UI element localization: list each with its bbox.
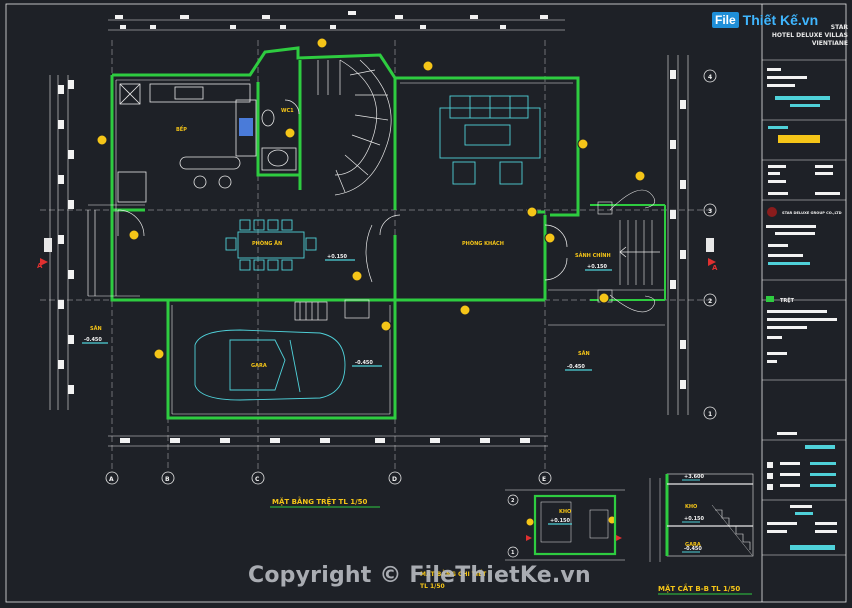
room-label-dining: PHÒNG ĂN [252, 240, 282, 247]
entry-arrow [619, 246, 660, 258]
room-label-yard-left: SÂN [90, 325, 102, 332]
axis-label-2: 2 [708, 298, 712, 305]
titleblock-sheet: TRỆT [780, 296, 795, 304]
dimension-right-text [670, 70, 686, 389]
living-furniture [439, 95, 541, 185]
level-dining: +0.150 [327, 254, 348, 260]
axis-label-d: D [392, 476, 397, 483]
level-garage: -0.450 [355, 360, 373, 366]
room-label-living: PHÒNG KHÁCH [462, 240, 504, 247]
wc-fixtures [261, 99, 300, 171]
title-detail-plan: MẶT BẰNG CHI TIẾT [420, 570, 487, 578]
room-label-yard-right: SÂN [578, 350, 590, 357]
grid-bubbles-bottom [105, 471, 552, 485]
project-name: STAR HOTEL DELUXE VILLAS VIENTIANE [764, 24, 848, 48]
room-label-hall: SẢNH CHÍNH [575, 251, 611, 259]
axis-label-b: B [165, 476, 170, 483]
doors [87, 209, 568, 296]
level-yard-right: -0.450 [567, 364, 585, 370]
level-detail: +0.150 [550, 518, 571, 524]
project-line-1: STAR [830, 24, 848, 31]
level-marker-lines [82, 259, 612, 371]
project-line-3: VIENTIANE [811, 40, 848, 47]
detail-axis-1: 1 [511, 550, 515, 556]
room-label-kitchen: BẾP [176, 125, 187, 133]
level-section-bottom: -0.450 [684, 546, 702, 552]
level-yard-left: -0.450 [84, 337, 102, 343]
copyright-watermark: Copyright © FileThietKe.vn [248, 563, 591, 588]
dimension-top-text [115, 11, 548, 29]
section-mark-left: A [37, 262, 43, 270]
logo-text: Thiết Kế.vn [742, 12, 819, 28]
detail-axis-2: 2 [511, 498, 515, 504]
axis-label-4: 4 [708, 74, 712, 81]
axis-label-c: C [255, 476, 260, 483]
title-main-plan: MẶT BẰNG TRỆT TL 1/50 [272, 496, 368, 506]
room-label-garage: GARA [251, 363, 267, 369]
section-mark-right: A [712, 264, 718, 272]
garage-car [194, 329, 346, 401]
axis-label-1: 1 [708, 411, 712, 418]
project-line-2: HOTEL DELUXE VILLAS [771, 32, 848, 39]
title-detail-scale: TL 1/50 [420, 583, 445, 590]
axis-label-a: A [109, 476, 114, 483]
dining-table [225, 219, 317, 271]
site-logo: File Thiết Kế.vn [712, 12, 818, 28]
room-label-section-lower: GARA [685, 542, 701, 548]
titleblock-company: STAR DELUXE GROUP CO.,LTD [782, 211, 842, 215]
kitchen-fixtures [117, 83, 257, 203]
room-label-wc: WC1 [281, 108, 294, 114]
room-label-detail: KHO [559, 509, 571, 515]
walls [110, 46, 580, 420]
drawing-frame [5, 3, 847, 603]
dimension-right [667, 55, 689, 415]
title-underlines [270, 506, 752, 595]
grid-lines [40, 40, 715, 470]
main-stair [317, 59, 392, 196]
dimension-bottom [108, 435, 548, 447]
detail-plan [505, 489, 625, 561]
kitchen-stove [239, 118, 253, 136]
section-marker [40, 238, 716, 266]
entry-steps [597, 189, 656, 313]
title-section: MẶT CẮT B-B TL 1/50 [658, 583, 740, 593]
axis-label-3: 3 [708, 208, 712, 215]
garage-stair [294, 299, 370, 321]
level-hall: +0.150 [587, 264, 608, 270]
dimension-top [108, 19, 565, 31]
section-drawing [649, 473, 754, 562]
title-block [762, 59, 846, 556]
dimension-bottom-text [120, 438, 530, 443]
level-section-mid: +0.150 [684, 516, 705, 522]
logo-box: File [712, 12, 739, 28]
level-section-top: +3.600 [684, 474, 705, 480]
room-label-section-upper: KHO [685, 504, 697, 510]
grid-bubbles-right [703, 69, 717, 420]
dimension-left-text [58, 80, 74, 394]
axis-label-e: E [542, 476, 546, 483]
callouts [96, 37, 646, 527]
